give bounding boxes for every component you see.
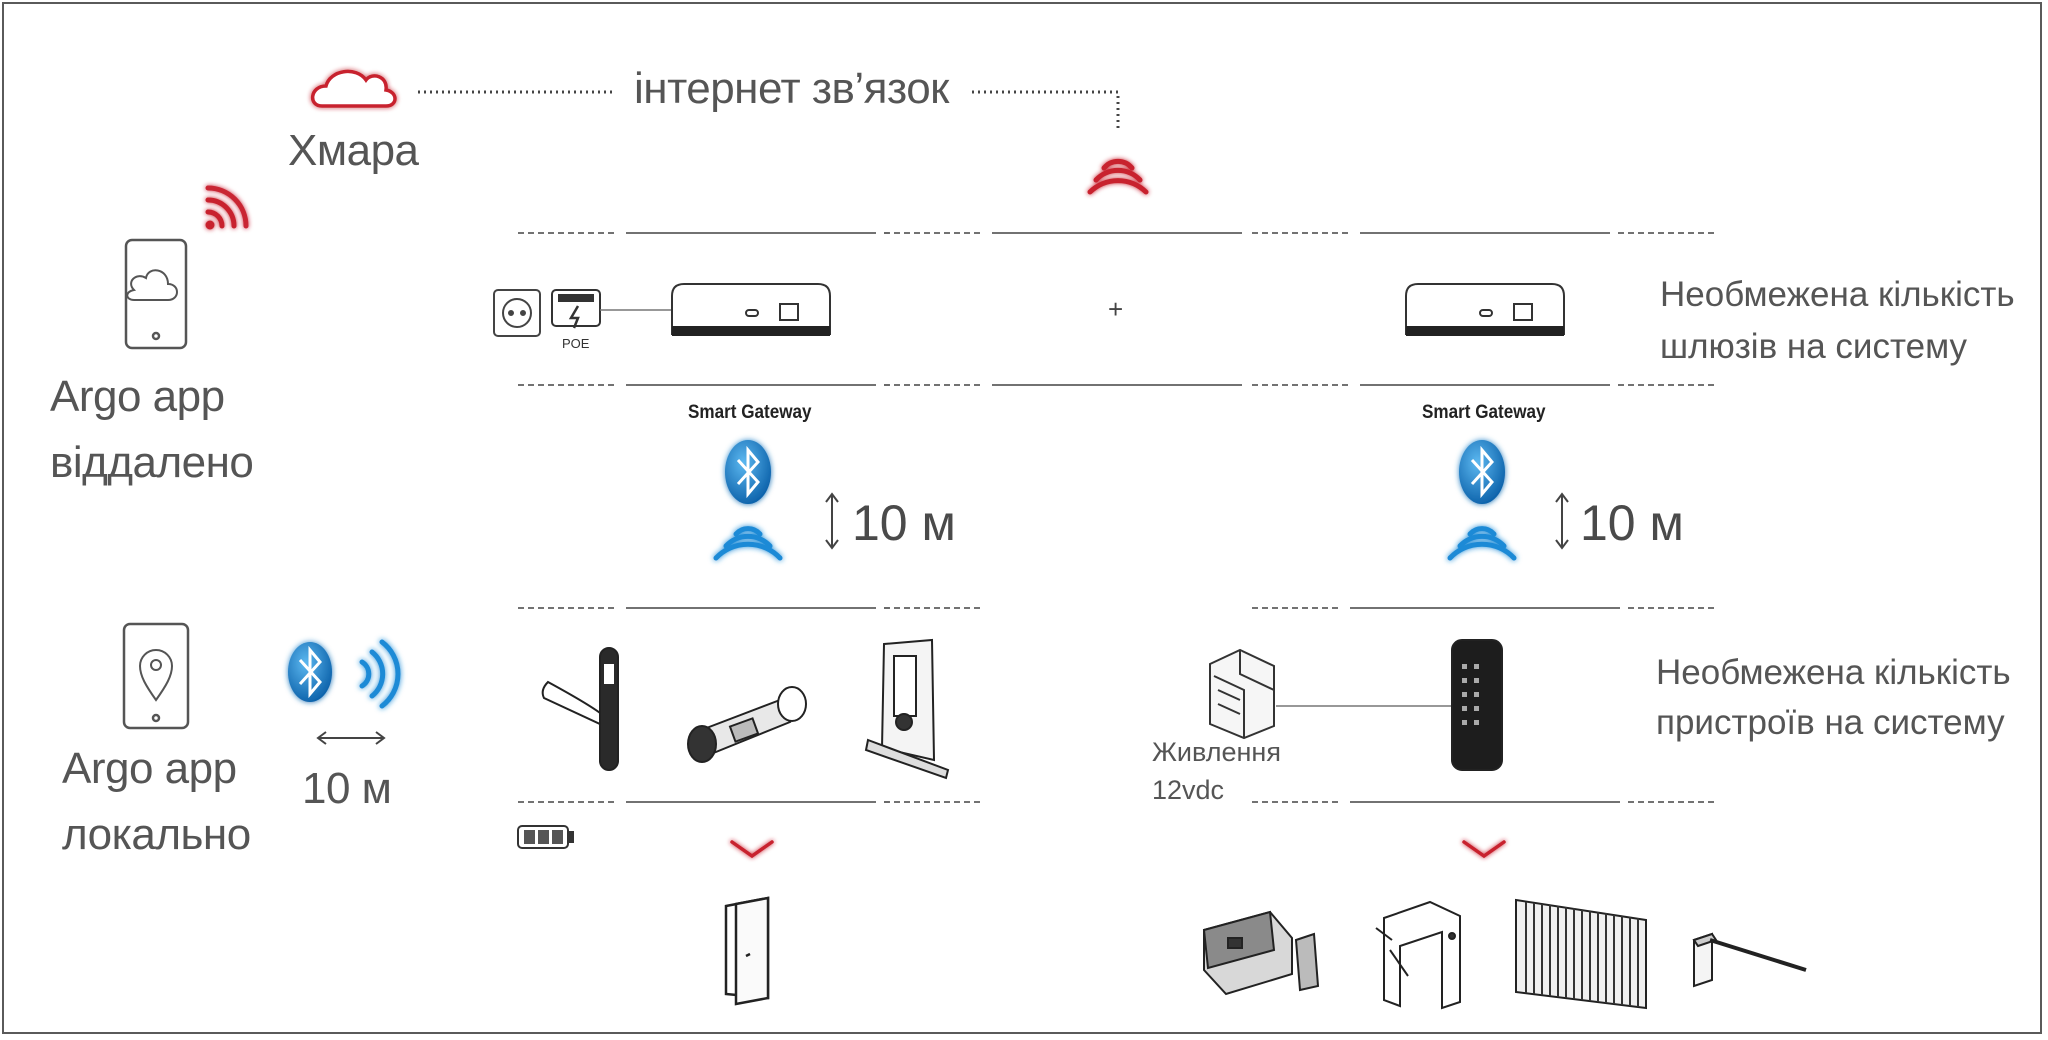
bluetooth-gateway-right-icon: [1459, 440, 1505, 504]
poe-label: POE: [562, 336, 590, 351]
gate-icon: [1515, 898, 1647, 1010]
remote-app-line2: віддалено: [50, 438, 254, 487]
wifi-local-icon: [359, 639, 401, 709]
bluetooth-local-icon: [288, 642, 332, 702]
gateway-left-label: Smart Gateway: [688, 402, 812, 423]
wifi-signal-icon: [1087, 158, 1149, 195]
plus-sign: +: [1108, 294, 1124, 324]
local-app-line1: Argo app: [62, 744, 237, 793]
divider-lines: [518, 232, 1718, 803]
phone-local-icon: [122, 622, 190, 730]
remote-app-line1: Argo app: [50, 372, 225, 421]
range-arrow-vertical-right: [1555, 492, 1569, 550]
poe-adapter-icon: [551, 289, 601, 329]
local-app-line2: локально: [62, 810, 251, 859]
gateway-left-icon: [671, 283, 831, 336]
battery-icon: [517, 825, 574, 849]
range-arrow-horizontal: [316, 731, 386, 745]
lever-lock-icon: [864, 638, 950, 780]
devices-note-line1: Необмежена кількість: [1656, 653, 2011, 692]
gateway-right-icon: [1405, 283, 1565, 336]
internet-connection-line: [418, 90, 1120, 128]
phone-remote-icon: [124, 238, 188, 350]
signal-bars-icon: [205, 185, 249, 230]
door-handle-lock-icon: [541, 647, 619, 771]
bluetooth-range-right: 10 м: [1580, 495, 1684, 551]
cloud-icon: [311, 69, 397, 108]
wifi-gateway-left-icon: [713, 526, 783, 561]
power-outlet-icon: [493, 289, 541, 337]
power-label-line2: 12vdc: [1152, 775, 1225, 805]
local-range-label: 10 м: [302, 764, 392, 813]
door-icon: [724, 896, 770, 1006]
devices-note-line2: пристроїв на систему: [1656, 703, 2005, 742]
keypad-reader-icon: [1451, 639, 1503, 771]
gateways-note-line2: шлюзів на систему: [1660, 327, 1968, 366]
power-label-line1: Живлення: [1152, 737, 1281, 767]
power-supply-icon: [1209, 648, 1275, 740]
bluetooth-gateway-left-icon: [725, 440, 771, 504]
barrier-icon: [1692, 932, 1807, 988]
turnstile-icon: [1375, 900, 1461, 1010]
cloud-label: Хмара: [288, 126, 419, 175]
electric-lock-icon: [1202, 910, 1320, 996]
chevron-down-left-icon: [730, 840, 774, 859]
wifi-gateway-right-icon: [1447, 526, 1517, 561]
chevron-down-right-icon: [1462, 840, 1506, 859]
gateways-note-line1: Необмежена кількість: [1660, 275, 2015, 314]
gateway-right-label: Smart Gateway: [1422, 402, 1546, 423]
bluetooth-range-left: 10 м: [852, 495, 956, 551]
cylinder-lock-icon: [687, 686, 807, 763]
internet-connection-label: інтернет зв’язок: [628, 64, 955, 115]
range-arrow-vertical-left: [825, 492, 839, 550]
